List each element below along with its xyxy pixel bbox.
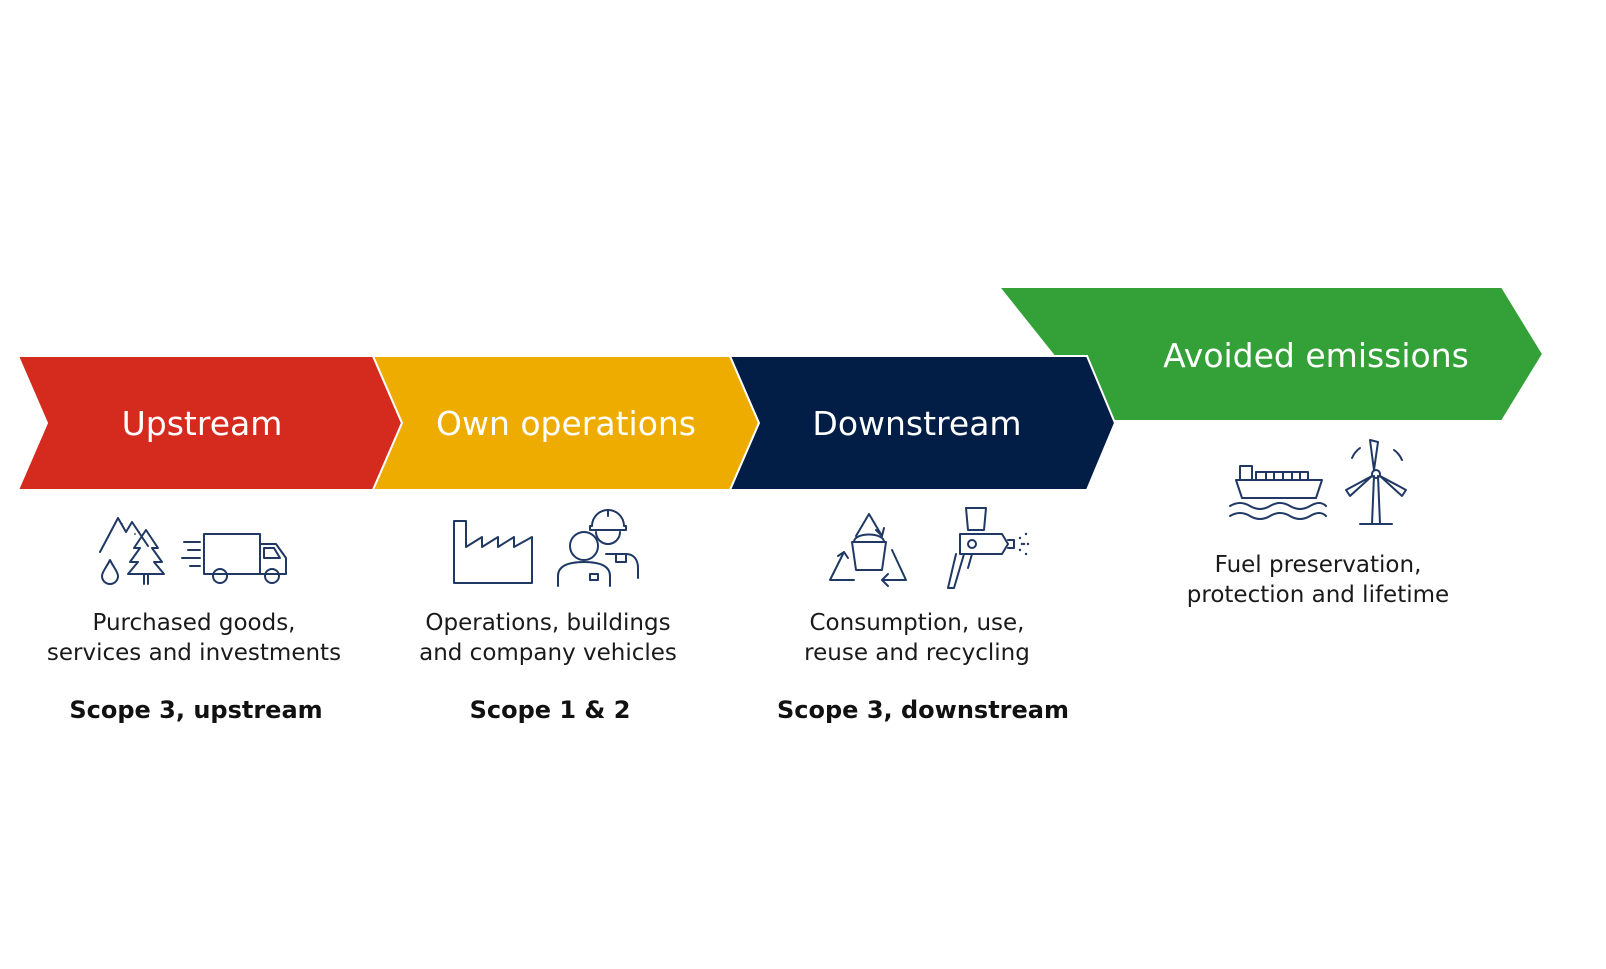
upstream-scope-label: Scope 3, upstream — [69, 696, 323, 724]
upstream-description-line2: services and investments — [46, 640, 342, 666]
avoided-emissions-description-line2: protection and lifetime — [1186, 582, 1450, 608]
cargo-ship-icon — [1226, 460, 1330, 526]
downstream-scope-label: Scope 3, downstream — [777, 696, 1069, 724]
avoided-emissions-label: Avoided emissions — [1163, 336, 1469, 375]
own-operations-description: Operations, buildings and company vehicl… — [368, 608, 728, 668]
own-operations-description-line1: Operations, buildings — [425, 610, 671, 636]
delivery-truck-icon — [180, 528, 290, 588]
own-operations-scope-label: Scope 1 & 2 — [469, 696, 631, 724]
downstream-description-line1: Consumption, use, — [809, 610, 1025, 636]
downstream-chevron — [728, 355, 1117, 491]
worker-icon — [554, 506, 644, 590]
avoided-emissions-description: Fuel preservation, protection and lifeti… — [1138, 550, 1498, 610]
wind-turbine-icon — [1340, 436, 1412, 528]
downstream-description-line2: reuse and recycling — [804, 640, 1030, 666]
mountain-forest-water-icon — [96, 510, 174, 588]
recycling-bucket-icon — [826, 510, 912, 590]
own-operations-label: Own operations — [436, 404, 696, 443]
spray-gun-icon — [942, 504, 1032, 592]
downstream-description: Consumption, use, reuse and recycling — [737, 608, 1097, 668]
upstream-description: Purchased goods, services and investment… — [14, 608, 374, 668]
downstream-label: Downstream — [812, 404, 1021, 443]
factory-icon — [450, 517, 540, 587]
upstream-label: Upstream — [122, 404, 283, 443]
upstream-description-line1: Purchased goods, — [92, 610, 296, 636]
own-operations-description-line2: and company vehicles — [419, 640, 677, 666]
avoided-emissions-description-line1: Fuel preservation, — [1214, 552, 1422, 578]
